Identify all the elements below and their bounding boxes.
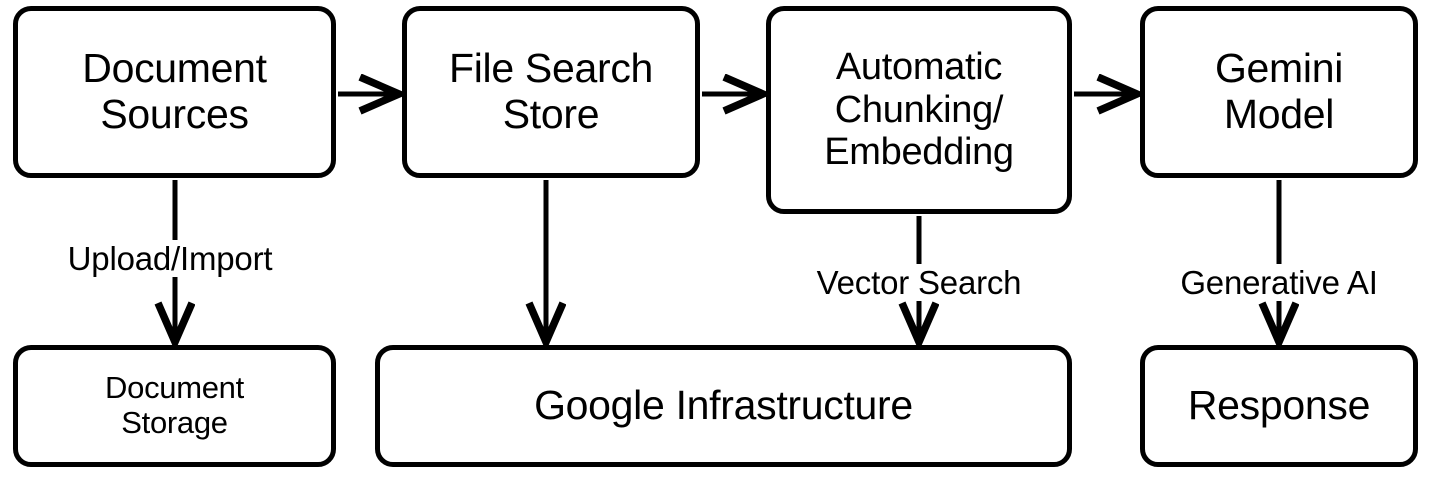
- node-document-storage-label: Document Storage: [105, 370, 244, 440]
- node-document-sources[interactable]: Document Sources: [13, 6, 336, 178]
- node-automatic-chunking-embedding-label: Automatic Chunking/ Embedding: [824, 46, 1014, 174]
- node-document-storage[interactable]: Document Storage: [13, 345, 336, 467]
- node-document-sources-label: Document Sources: [82, 45, 267, 137]
- edge-label-upload-import: Upload/Import: [67, 240, 273, 277]
- node-google-infrastructure[interactable]: Google Infrastructure: [375, 345, 1072, 467]
- node-gemini-model[interactable]: Gemini Model: [1140, 6, 1418, 178]
- node-response[interactable]: Response: [1140, 345, 1418, 467]
- edge-label-generative-ai: Generative AI: [1180, 264, 1378, 301]
- node-response-label: Response: [1187, 382, 1371, 429]
- node-file-search-store-label: File Search Store: [448, 45, 654, 137]
- node-file-search-store[interactable]: File Search Store: [402, 6, 700, 178]
- node-gemini-model-label: Gemini Model: [1214, 45, 1344, 137]
- node-google-infrastructure-label: Google Infrastructure: [534, 382, 913, 429]
- node-automatic-chunking-embedding[interactable]: Automatic Chunking/ Embedding: [766, 6, 1072, 214]
- edge-label-vector-search: Vector Search: [816, 264, 1022, 301]
